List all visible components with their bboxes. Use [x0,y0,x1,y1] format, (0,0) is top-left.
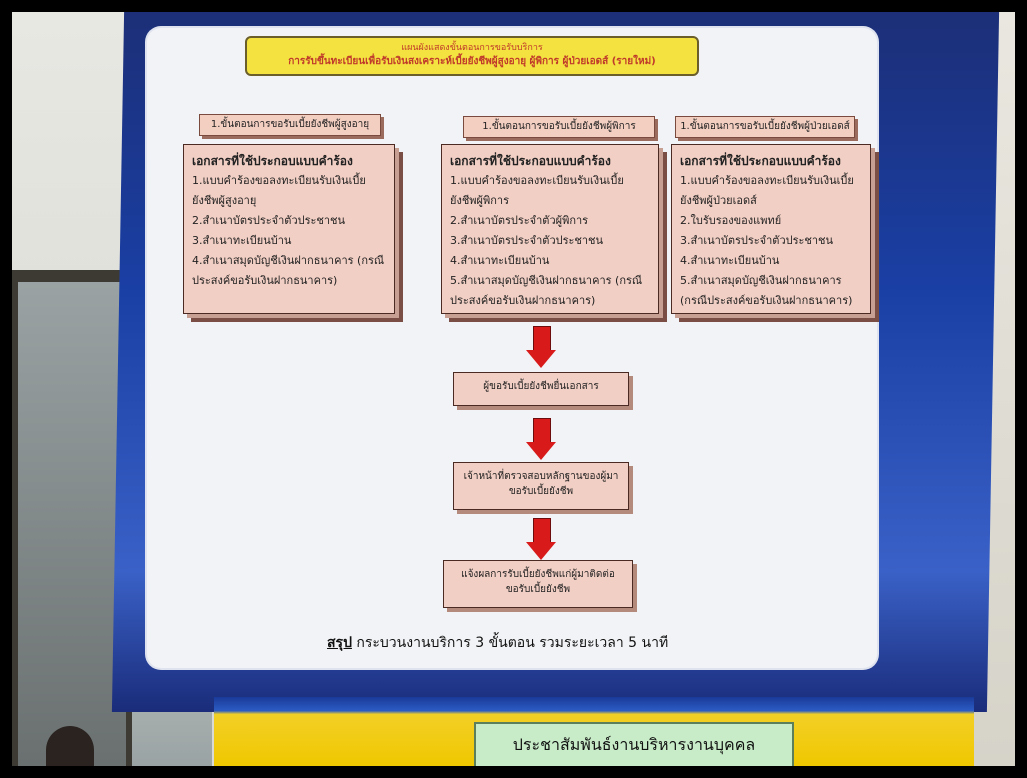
doc-heading: เอกสารที่ใช้ประกอบแบบคำร้อง [680,154,841,168]
doc-item: 2.สำเนาบัตรประจำตัวประชาชน [192,214,346,227]
doc-item: 5.สำเนาสมุดบัญชีเงินฝากธนาคาร (กรณีประสง… [680,274,853,307]
doc-heading: เอกสารที่ใช้ประกอบแบบคำร้อง [192,154,353,168]
title-banner: แผนผังแสดงขั้นตอนการขอรับบริการ การรับขึ… [245,36,699,76]
document-list-disabled: เอกสารที่ใช้ประกอบแบบคำร้อง 1.แบบคำร้องข… [441,144,659,314]
doc-item: 4.สำเนาทะเบียนบ้าน [450,254,550,267]
summary-label: สรุป [327,635,352,651]
title-small: แผนผังแสดงขั้นตอนการขอรับบริการ [401,43,543,53]
doc-item: 1.แบบคำร้องขอลงทะเบียนรับเงินเบี้ยยังชีพ… [680,174,854,207]
summary: สรุป กระบวนงานบริการ 3 ขั้นตอน รวมระยะเว… [327,632,668,654]
doc-item: 1.แบบคำร้องขอลงทะเบียนรับเงินเบี้ยยังชีพ… [192,174,366,207]
photo: แผนผังแสดงขั้นตอนการขอรับบริการ การรับขึ… [12,12,1015,766]
poster: แผนผังแสดงขั้นตอนการขอรับบริการ การรับขึ… [147,28,877,668]
down-arrow-icon [526,518,556,562]
person-silhouette [46,726,94,766]
doc-heading: เอกสารที่ใช้ประกอบแบบคำร้อง [450,154,611,168]
doc-item: 2.ใบรับรองของแพทย์ [680,214,782,227]
column-header-disabled: 1.ขั้นตอนการขอรับเบี้ยยังชีพผู้พิการ [463,116,655,138]
doc-item: 3.สำเนาบัตรประจำตัวประชาชน [680,234,834,247]
column-header-aids: 1.ขั้นตอนการขอรับเบี้ยยังชีพผู้ป่วยเอดส์ [675,116,855,138]
title-main: การรับขึ้นทะเบียนเพื่อรับเงินสงเคราะห์เบ… [288,56,656,67]
step-verify: เจ้าหน้าที่ตรวจสอบหลักฐานของผู้มาขอรับเบ… [453,462,629,510]
step-submit: ผู้ขอรับเบี้ยยังชีพยื่นเอกสาร [453,372,629,406]
doc-item: 2.สำเนาบัตรประจำตัวผู้พิการ [450,214,589,227]
door-opening [18,282,126,766]
department-sign: ประชาสัมพันธ์งานบริหารงานบุคคล [474,722,794,766]
doc-item: 3.สำเนาบัตรประจำตัวประชาชน [450,234,604,247]
doc-item: 3.สำเนาทะเบียนบ้าน [192,234,292,247]
doc-item: 4.สำเนาทะเบียนบ้าน [680,254,780,267]
doc-item: 1.แบบคำร้องขอลงทะเบียนรับเงินเบี้ยยังชีพ… [450,174,624,207]
doc-item: 5.สำเนาสมุดบัญชีเงินฝากธนาคาร (กรณีประสง… [450,274,643,307]
down-arrow-icon [526,326,556,370]
summary-text: กระบวนงานบริการ 3 ขั้นตอน รวมระยะเวลา 5 … [356,635,669,651]
document-list-aids: เอกสารที่ใช้ประกอบแบบคำร้อง 1.แบบคำร้องข… [671,144,871,314]
down-arrow-icon [526,418,556,462]
column-header-elderly: 1.ขั้นตอนการขอรับเบี้ยยังชีพผู้สูงอายุ [199,114,381,136]
step-notify: แจ้งผลการรับเบี้ยยังชีพแก่ผู้มาติดต่อขอร… [443,560,633,608]
doc-item: 4.สำเนาสมุดบัญชีเงินฝากธนาคาร (กรณีประสง… [192,254,385,287]
document-list-elderly: เอกสารที่ใช้ประกอบแบบคำร้อง 1.แบบคำร้องข… [183,144,395,314]
